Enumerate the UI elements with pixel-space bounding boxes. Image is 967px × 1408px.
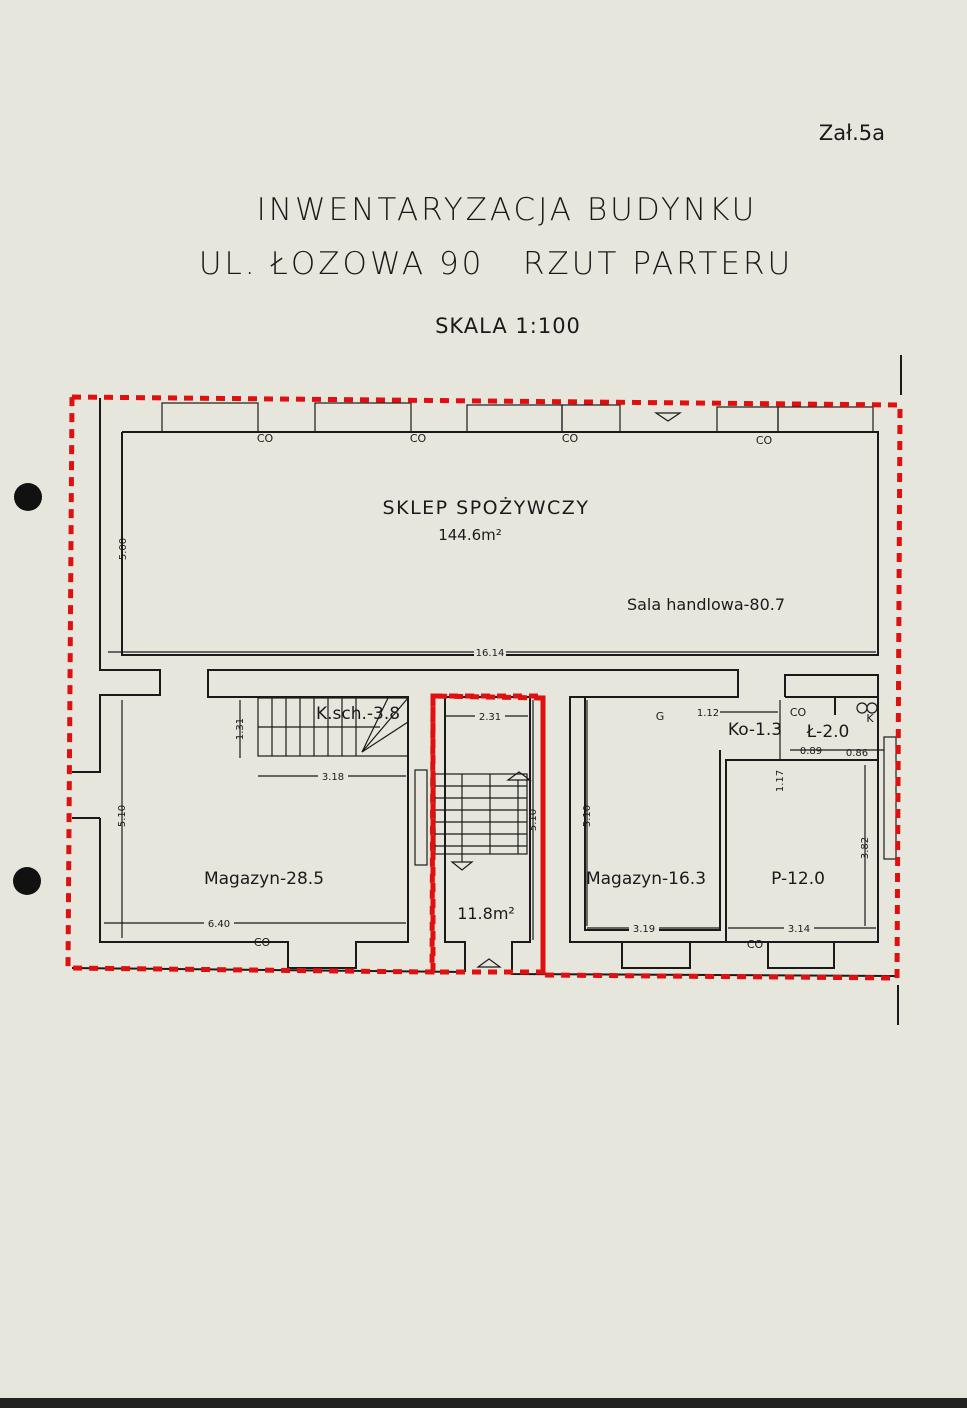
attachment-label: Zał.5a [819,121,885,145]
svg-text:1.12: 1.12 [697,708,719,719]
room-label-sales-hall: Sala handlowa-80.7 [627,595,785,614]
svg-text:16.14: 16.14 [476,648,505,659]
svg-text:6.40: 6.40 [208,919,230,930]
room-label-wc: Ł-2.0 [806,722,850,742]
room-label-shop: SKLEP SPOŻYWCZY [383,496,590,519]
punch-hole [14,483,42,511]
walls [71,398,898,977]
svg-text:CO: CO [756,434,773,447]
scale-label: SKALA 1:100 [435,314,581,338]
dimension-labels: 5.00 16.14 1.31 3.18 5.10 6.40 2.31 5.10… [117,538,871,935]
shop-area: 144.6m² [438,526,502,544]
scan-edge [0,1398,967,1408]
svg-text:2.31: 2.31 [479,712,501,723]
title-line-1: INWENTARYZACJA BUDYNKU [257,192,758,228]
svg-text:CO: CO [257,432,274,445]
highlight-outline-stairwell [430,693,546,975]
room-label-p: P-12.0 [771,869,825,889]
svg-text:3.82: 3.82 [860,837,871,859]
punch-hole [13,867,41,895]
svg-text:1.17: 1.17 [775,770,786,792]
room-label-storage-right: Magazyn-16.3 [586,869,706,889]
stair-area: 11.8m² [457,904,515,923]
room-label-storage-left: Magazyn-28.5 [204,869,324,889]
svg-text:3.18: 3.18 [322,772,344,783]
highlight-outline-main [65,394,903,981]
svg-text:0.86: 0.86 [846,748,868,759]
svg-text:5.00: 5.00 [118,538,129,560]
room-label-stairwell: K.sch.-3.8 [316,704,400,724]
svg-text:1.31: 1.31 [235,718,246,740]
room-label-ko: Ko-1.3 [728,720,782,740]
svg-text:CO: CO [562,432,579,445]
svg-text:K: K [866,712,874,725]
chimney-symbols: CO CO CO CO CO CO CO G K [254,432,875,951]
svg-text:5.10: 5.10 [582,805,593,827]
svg-text:CO: CO [747,938,764,951]
svg-text:0.89: 0.89 [800,746,822,757]
svg-text:G: G [656,710,665,723]
svg-text:5.10: 5.10 [528,809,539,831]
svg-text:3.14: 3.14 [788,924,810,935]
svg-text:CO: CO [254,936,271,949]
svg-text:5.10: 5.10 [117,805,128,827]
svg-text:CO: CO [410,432,427,445]
svg-text:3.19: 3.19 [633,924,655,935]
svg-text:CO: CO [790,706,807,719]
title-line-2: UL. ŁOZOWA 90 RZUT PARTERU [199,246,793,282]
